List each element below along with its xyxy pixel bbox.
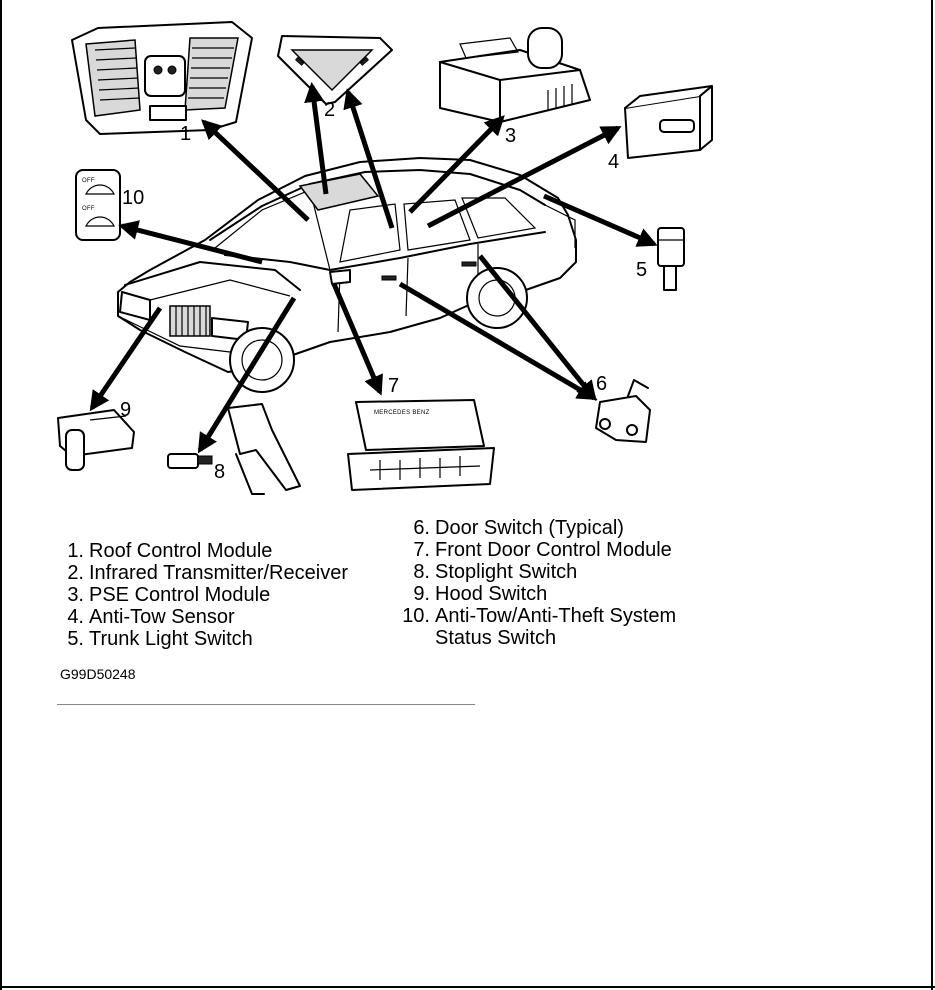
callout-5: 5 (636, 259, 647, 281)
status-switch-drawing: OFF OFF (75, 169, 121, 241)
legend-item: 10. Anti-Tow/Anti-Theft System (400, 605, 676, 627)
legend-number: 2. (67, 562, 84, 584)
legend-text: Stoplight Switch (435, 561, 578, 583)
legend-number: 6. (413, 517, 430, 539)
door-switch-drawing (595, 379, 651, 443)
legend-text: Front Door Control Module (435, 539, 672, 561)
arrow-9 (89, 306, 163, 412)
callout-arrows (89, 82, 658, 454)
legend-text: Status Switch (435, 627, 557, 649)
component-locator-illustration: MERCEDES BENZ OFF OFF 1 (57, 21, 713, 495)
legend-item: 7. Front Door Control Module (400, 539, 676, 561)
switch-label-top: OFF (82, 178, 95, 184)
legend-right: 6. Door Switch (Typical) 7. Front Door C… (400, 517, 676, 649)
legend-item: 2. Infrared Transmitter/Receiver (64, 562, 348, 584)
legend-text: Anti-Tow/Anti-Theft System (435, 605, 677, 627)
arrow-6a (398, 281, 598, 401)
legend-number: 10. (402, 605, 430, 627)
callout-2: 2 (324, 99, 335, 121)
arrow-7 (331, 283, 383, 396)
legend-item: 3. PSE Control Module (64, 584, 348, 606)
trunk-light-switch-drawing (657, 227, 685, 291)
legend-text: Door Switch (Typical) (435, 517, 624, 539)
callout-10: 10 (122, 187, 144, 209)
callout-1: 1 (180, 123, 191, 145)
legend-item: 9. Hood Switch (400, 583, 676, 605)
front-door-control-module-drawing: MERCEDES BENZ (347, 399, 495, 491)
stoplight-switch-drawing (167, 403, 301, 495)
callout-4: 4 (608, 151, 619, 173)
legend-item: 6. Door Switch (Typical) (400, 517, 676, 539)
callout-numbers: 1 2 3 4 5 6 7 8 9 10 (120, 99, 647, 483)
legend-text: PSE Control Module (89, 584, 271, 606)
legend-item: 4. Anti-Tow Sensor (64, 606, 348, 628)
legend-item: 1. Roof Control Module (64, 540, 348, 562)
vehicle-drawing (117, 157, 577, 393)
arrow-3 (408, 115, 505, 214)
roof-control-module-drawing (71, 21, 253, 135)
figure-id: G99D50248 (60, 666, 136, 682)
legend-text: Anti-Tow Sensor (89, 606, 235, 628)
legend-left: 1. Roof Control Module 2. Infrared Trans… (64, 540, 348, 650)
separator-rule (57, 704, 475, 705)
arrow-5 (543, 193, 658, 247)
arrow-2a (304, 82, 329, 195)
ecu-brand-label: MERCEDES BENZ (374, 410, 430, 416)
callout-9: 9 (120, 399, 131, 421)
legend-number: 7. (413, 539, 430, 561)
legend-number: 8. (413, 561, 430, 583)
page-border-right (931, 0, 933, 990)
page-border-left (0, 0, 2, 990)
hood-switch-drawing (57, 409, 135, 471)
infrared-transmitter-drawing (277, 35, 393, 105)
legend-number: 1. (67, 540, 84, 562)
legend-item: 5. Trunk Light Switch (64, 628, 348, 650)
arrow-8 (197, 296, 297, 454)
legend-number: 3. (67, 584, 84, 606)
legend-item: 8. Stoplight Switch (400, 561, 676, 583)
legend-number: 5. (67, 628, 84, 650)
legend-text: Roof Control Module (89, 540, 273, 562)
legend-text: Hood Switch (435, 583, 548, 605)
callout-7: 7 (388, 375, 399, 397)
legend-number: 4. (67, 606, 84, 628)
pse-control-module-drawing (439, 27, 591, 123)
arrow-2b (343, 88, 395, 229)
arrow-10 (118, 220, 263, 265)
arrow-4 (426, 125, 622, 229)
arrow-6b (478, 254, 597, 402)
callout-3: 3 (505, 125, 516, 147)
legend-number: 9. (413, 583, 430, 605)
page-border-bottom (0, 986, 935, 988)
legend-text: Trunk Light Switch (89, 628, 253, 650)
callout-6: 6 (596, 373, 607, 395)
arrow-1 (201, 119, 310, 222)
callout-8: 8 (214, 461, 225, 483)
legend-text: Infrared Transmitter/Receiver (89, 562, 348, 584)
switch-label-bottom: OFF (82, 206, 95, 212)
legend-item-continuation: Status Switch (400, 627, 676, 649)
anti-tow-sensor-drawing (624, 85, 713, 159)
